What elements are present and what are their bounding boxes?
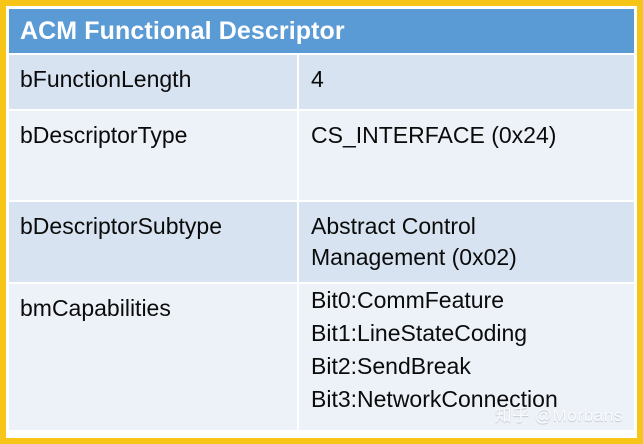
field-name-cell: bDescriptorSubtype bbox=[9, 202, 297, 282]
table-row: bDescriptorType CS_INTERFACE (0x24) bbox=[9, 111, 634, 200]
field-value-cell: Bit0:CommFeature Bit1:LineStateCoding Bi… bbox=[299, 284, 634, 430]
field-name-cell: bFunctionLength bbox=[9, 55, 297, 109]
table-row: bFunctionLength 4 bbox=[9, 55, 634, 109]
field-value-cell: Abstract Control Management (0x02) bbox=[299, 202, 634, 282]
table-header: ACM Functional Descriptor bbox=[9, 9, 634, 53]
table-row: bmCapabilities Bit0:CommFeature Bit1:Lin… bbox=[9, 284, 634, 430]
field-name-cell: bmCapabilities bbox=[9, 284, 297, 430]
descriptor-table: ACM Functional Descriptor bFunctionLengt… bbox=[9, 9, 634, 430]
field-value-cell: CS_INTERFACE (0x24) bbox=[299, 111, 634, 200]
card-inner: ACM Functional Descriptor bFunctionLengt… bbox=[6, 6, 637, 438]
field-name-cell: bDescriptorType bbox=[9, 111, 297, 200]
table-row: bDescriptorSubtype Abstract Control Mana… bbox=[9, 202, 634, 282]
field-value-cell: 4 bbox=[299, 55, 634, 109]
table-title: ACM Functional Descriptor bbox=[20, 16, 345, 45]
